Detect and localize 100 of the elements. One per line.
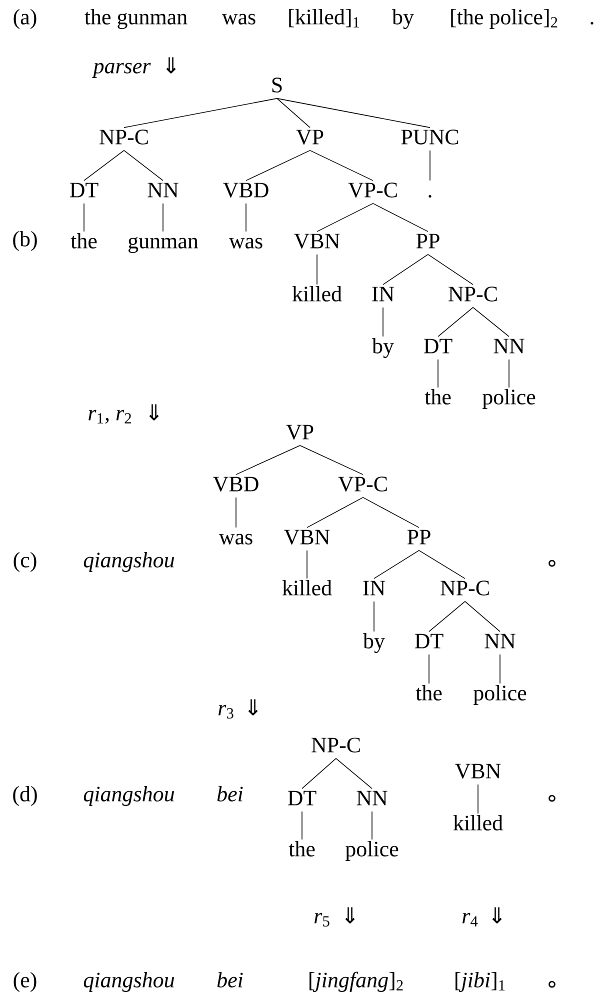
sentence-word: qiangshou: [84, 552, 174, 572]
tree-label: VBN: [294, 234, 340, 249]
tree-label: killed: [453, 815, 503, 830]
tree-label: NN: [484, 634, 516, 648]
step-label: r$_{4}$: [462, 912, 478, 926]
tree-branch: [246, 150, 310, 181]
tree-branch: [236, 445, 300, 475]
sentence-word: [jibi]$_{1}$: [456, 972, 505, 992]
tree-label: NP-C: [312, 738, 360, 752]
sentence-word: bei: [217, 786, 243, 802]
tree-label: killed: [292, 286, 342, 302]
sentence-word: qiangshou: [84, 972, 174, 992]
row-label: (d): [13, 786, 37, 806]
tree-label: VP-C: [348, 182, 397, 198]
tree-branch: [428, 601, 466, 632]
tree-branch: [508, 359, 510, 388]
tree-label: the: [70, 233, 97, 248]
tree-branch: [162, 203, 164, 232]
tree-label: DT: [424, 338, 452, 354]
tree-label: VBN: [284, 530, 330, 545]
tree-label: DT: [70, 182, 98, 198]
tree-label: NN: [148, 182, 178, 198]
tree-branch: [124, 150, 164, 181]
tree-branch: [372, 203, 428, 232]
tree-branch: [302, 758, 336, 789]
step-label: r$_{3}$: [218, 704, 234, 719]
step-label: r$_{1}$, r$_{2}$: [88, 410, 131, 424]
tree-label: DT: [288, 790, 316, 806]
full-stop-symbol: ∘: [548, 560, 556, 567]
step-label: r$_{5}$: [314, 912, 330, 927]
tree-label: police: [482, 389, 536, 409]
tree-label: gunman: [128, 236, 198, 253]
sentence-word: was: [222, 14, 256, 24]
tree-label: VBD: [223, 182, 268, 198]
row-label: (e): [14, 972, 36, 992]
full-stop-symbol: ∘: [548, 794, 556, 802]
tree-label: PP: [407, 530, 430, 544]
tree-branch: [428, 654, 430, 684]
tree-label: the: [424, 389, 451, 404]
tree-label: by: [372, 338, 394, 358]
sentence-word: the gunman: [84, 9, 188, 29]
tree-label: VP: [296, 130, 324, 145]
tree-branch: [374, 550, 420, 579]
row-label: (b): [13, 231, 37, 251]
sentence-word: qiangshou: [84, 786, 174, 806]
tree-label: PUNC: [401, 130, 458, 144]
tree-label: NP-C: [440, 580, 489, 596]
sentence-word: [jingfang]$_{2}$: [310, 972, 403, 992]
tree-branch: [418, 550, 466, 579]
tree-branch: [276, 98, 310, 128]
tree-label: VBD: [213, 476, 258, 492]
tree-label: was: [218, 534, 252, 544]
tree-branch: [306, 550, 308, 579]
tree-branch: [310, 150, 374, 181]
tree-label: .: [428, 194, 432, 198]
tree-branch: [316, 203, 374, 232]
tree-label: the: [288, 841, 315, 856]
tree-label: police: [474, 685, 526, 705]
tree-label: NP-C: [448, 286, 497, 302]
tree-label: NN: [356, 790, 388, 806]
tree-branch: [438, 307, 474, 337]
tree-branch: [472, 307, 510, 337]
derivation-arrow-symbol: ⇓: [492, 907, 502, 924]
tree-branch: [382, 254, 428, 285]
step-label: parser: [92, 62, 151, 78]
derivation-arrow-symbol: ⇓: [345, 907, 355, 924]
sentence-word: .: [590, 22, 594, 25]
sentence-word: bei: [217, 972, 243, 988]
tree-branch: [362, 497, 420, 528]
tree-branch: [336, 758, 372, 789]
tree-label: VP: [286, 424, 314, 440]
tree-label: IN: [372, 286, 394, 302]
tree-label: the: [416, 685, 442, 700]
tree-label: by: [363, 633, 385, 653]
derivation-arrow-symbol: ⇓: [149, 404, 159, 420]
tree-label: was: [228, 238, 262, 248]
tree-branch: [276, 98, 430, 128]
sentence-word: by: [392, 9, 414, 29]
row-label: (c): [14, 552, 36, 572]
derivation-arrow-symbol: ⇓: [166, 57, 176, 74]
sentence-word: [killed]$_{1}$: [289, 9, 360, 28]
tree-branch: [84, 150, 124, 181]
tree-label: DT: [414, 634, 444, 648]
tree-label: NN: [494, 338, 524, 354]
sentence-word: [the police]$_{2}$: [451, 9, 558, 29]
tree-branch: [306, 497, 364, 528]
tree-branch: [124, 98, 278, 128]
derivation-arrow-symbol: ⇓: [248, 699, 258, 716]
tree-label: IN: [363, 580, 386, 596]
full-stop-symbol: ∘: [548, 980, 556, 988]
tree-label: PP: [416, 234, 440, 248]
tree-label: killed: [282, 580, 332, 596]
tree-branch: [382, 307, 384, 337]
tree-branch: [464, 601, 500, 632]
tree-label: VP-C: [338, 476, 387, 492]
tree-label: VBN: [455, 764, 501, 779]
tree-branch: [300, 445, 364, 475]
tree-branch: [428, 254, 474, 285]
row-label: (a): [14, 9, 36, 29]
tree-label: S: [272, 78, 282, 92]
